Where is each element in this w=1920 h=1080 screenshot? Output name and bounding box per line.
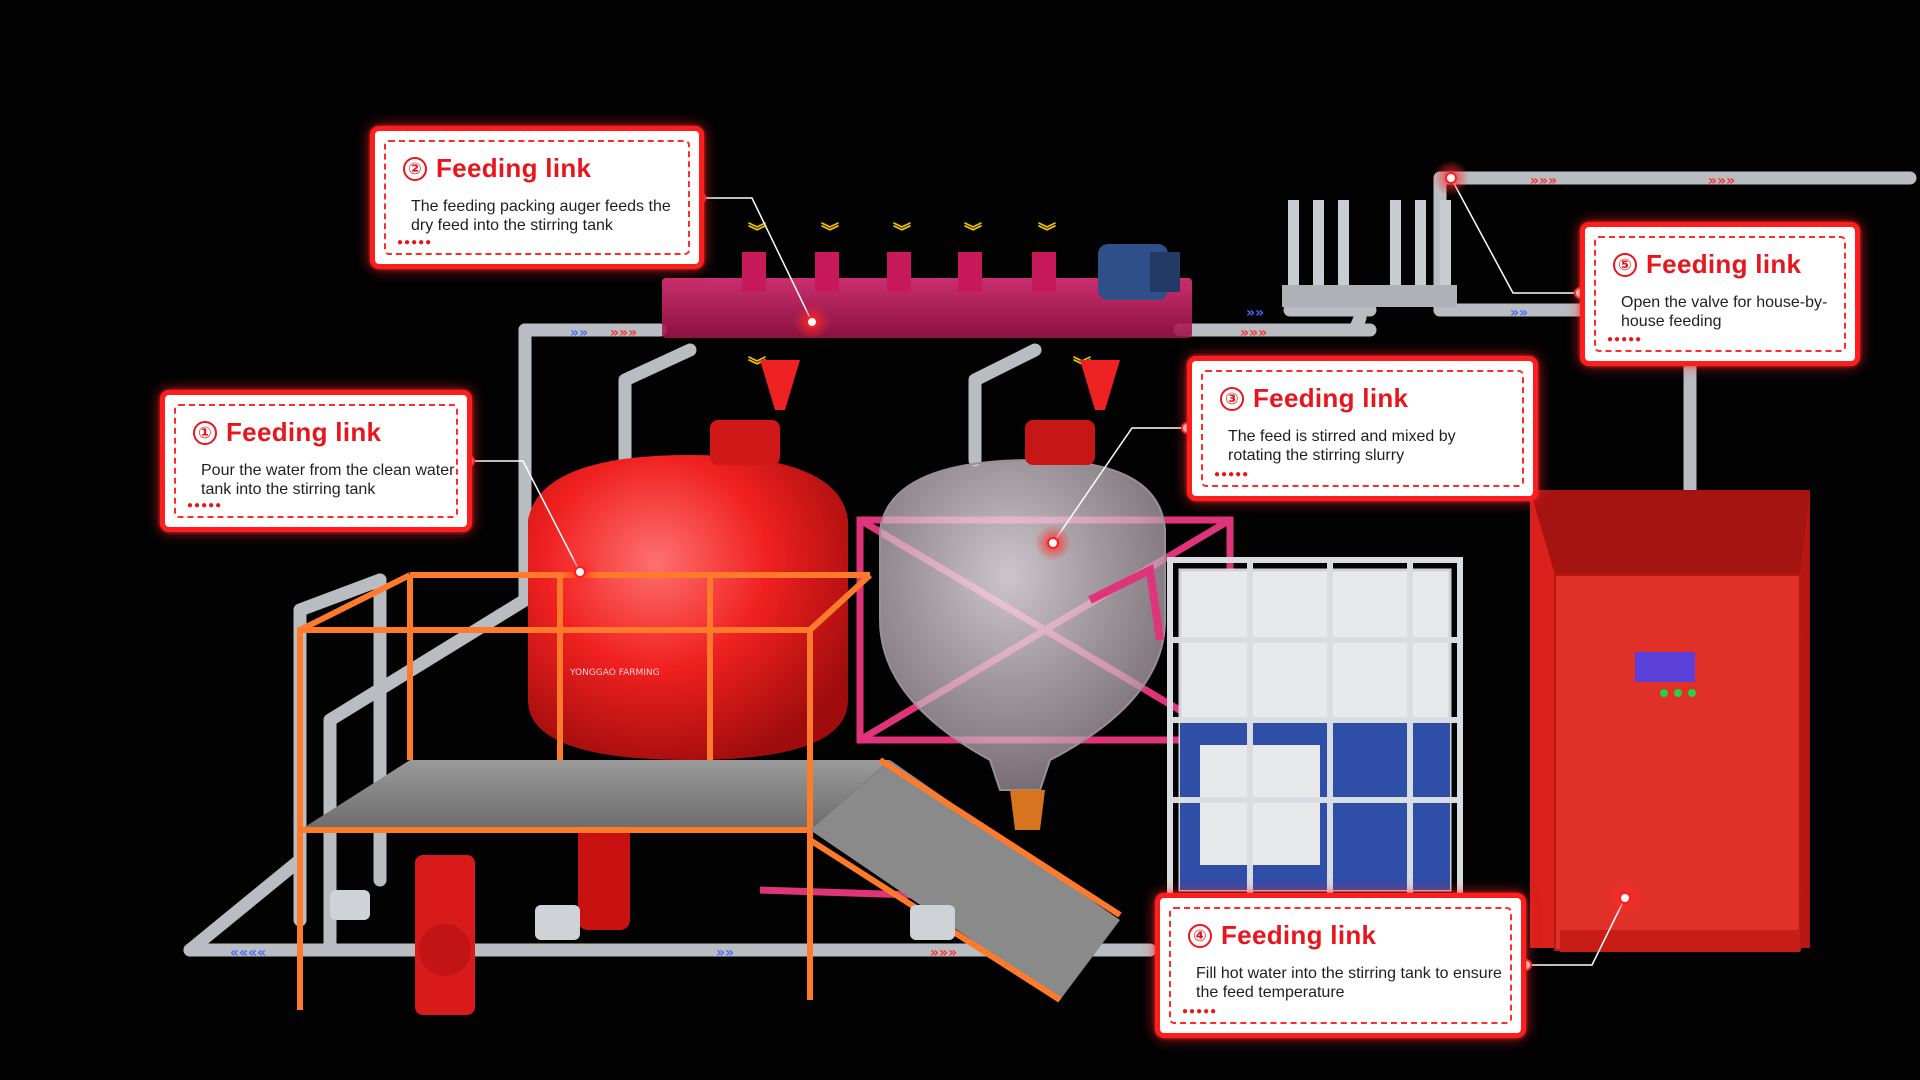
callout-title-text: Feeding link	[436, 153, 592, 183]
control-cabinet	[1530, 490, 1810, 952]
svg-text:»»: »»	[1246, 305, 1264, 321]
leader-lines	[469, 177, 1626, 966]
callout-dots-decoration: ●●●●●	[187, 500, 223, 511]
callout-number-badge: ④	[1188, 924, 1212, 948]
svg-text:»»: »»	[1510, 305, 1528, 321]
callout-title: ② Feeding link	[403, 153, 591, 184]
work-platform	[297, 572, 890, 1010]
water-pump	[330, 855, 955, 1015]
hotspots	[562, 160, 1643, 916]
clean-water-tank	[1167, 557, 1463, 903]
callout-dots-decoration: ●●●●●	[1182, 1006, 1218, 1017]
callout-title: ③ Feeding link	[1220, 383, 1408, 414]
svg-text:««««: ««««	[230, 945, 266, 961]
callout-number-badge: ①	[193, 421, 217, 445]
svg-text:»»»: »»»	[930, 945, 957, 961]
callout-dashed-border	[1594, 236, 1846, 352]
callout-title: ⑤ Feeding link	[1613, 249, 1801, 280]
svg-text:»»»: »»»	[610, 325, 637, 341]
callout-feeding-link-5: ⑤ Feeding link Open the valve for house-b…	[1580, 222, 1860, 366]
cabinet-display-screen	[1635, 652, 1695, 682]
callout-title: ① Feeding link	[193, 417, 381, 448]
svg-text:»»»: »»»	[1240, 325, 1267, 341]
callout-feeding-link-4: ④ Feeding link Fill hot water into the st…	[1155, 893, 1526, 1038]
callout-description: Pour the water from the clean water tank…	[201, 462, 455, 498]
red-stirring-tank: YONGGAO FARMING	[528, 360, 848, 930]
stairs	[808, 757, 1122, 1003]
callout-title-text: Feeding link	[1646, 249, 1802, 279]
callout-feeding-link-3: ③ Feeding link The feed is stirred and mi…	[1187, 356, 1538, 501]
svg-text:»»»: »»»	[1530, 173, 1557, 189]
svg-text:»»»: »»»	[1708, 173, 1735, 189]
callout-title: ④ Feeding link	[1188, 920, 1376, 951]
callout-dashed-border	[384, 140, 690, 255]
callout-description: Fill hot water into the stirring tank to…	[1196, 965, 1502, 1001]
svg-text:︾: ︾	[821, 221, 839, 243]
callout-number-badge: ②	[403, 157, 427, 181]
callout-description: The feeding packing auger feeds the dry …	[411, 198, 671, 234]
auger-feeder	[662, 244, 1192, 338]
callout-dashed-border	[174, 404, 458, 518]
callout-number-badge: ⑤	[1613, 253, 1637, 277]
callout-description: The feed is stirred and mixed by rotatin…	[1228, 428, 1456, 464]
valve-risers	[1282, 200, 1457, 307]
callout-dots-decoration: ●●●●●	[397, 237, 433, 248]
callout-title-text: Feeding link	[1253, 383, 1409, 413]
callout-dashed-border	[1169, 907, 1512, 1024]
svg-text:︾: ︾	[1038, 221, 1056, 243]
tank-branding: YONGGAO FARMING	[569, 668, 660, 678]
callout-dashed-border	[1201, 370, 1524, 487]
glass-stirring-tank	[879, 360, 1166, 830]
callout-dots-decoration: ●●●●●	[1607, 334, 1643, 345]
svg-text:»»: »»	[570, 325, 588, 341]
callout-feeding-link-2: ② Feeding link The feeding packing auger …	[370, 126, 704, 269]
feed-inlet-arrows: ︾ ︾ ︾ ︾ ︾ ︾ ︾	[748, 221, 1091, 377]
svg-text:︾: ︾	[893, 221, 911, 243]
callout-description: Open the valve for house-by-house feedin…	[1621, 294, 1828, 330]
flow-arrows: »»» »» »»» »» »» »»» »»» »» «««« »»»	[230, 173, 1735, 961]
svg-text:︾: ︾	[748, 221, 766, 243]
callout-number-badge: ③	[1220, 387, 1244, 411]
callout-feeding-link-1: ① Feeding link Pour the water from the cl…	[160, 390, 472, 532]
callout-title-text: Feeding link	[226, 417, 382, 447]
callout-title-text: Feeding link	[1221, 920, 1377, 950]
svg-text:»»: »»	[716, 945, 734, 961]
callout-dots-decoration: ●●●●●	[1214, 469, 1250, 480]
svg-text:︾: ︾	[964, 221, 982, 243]
